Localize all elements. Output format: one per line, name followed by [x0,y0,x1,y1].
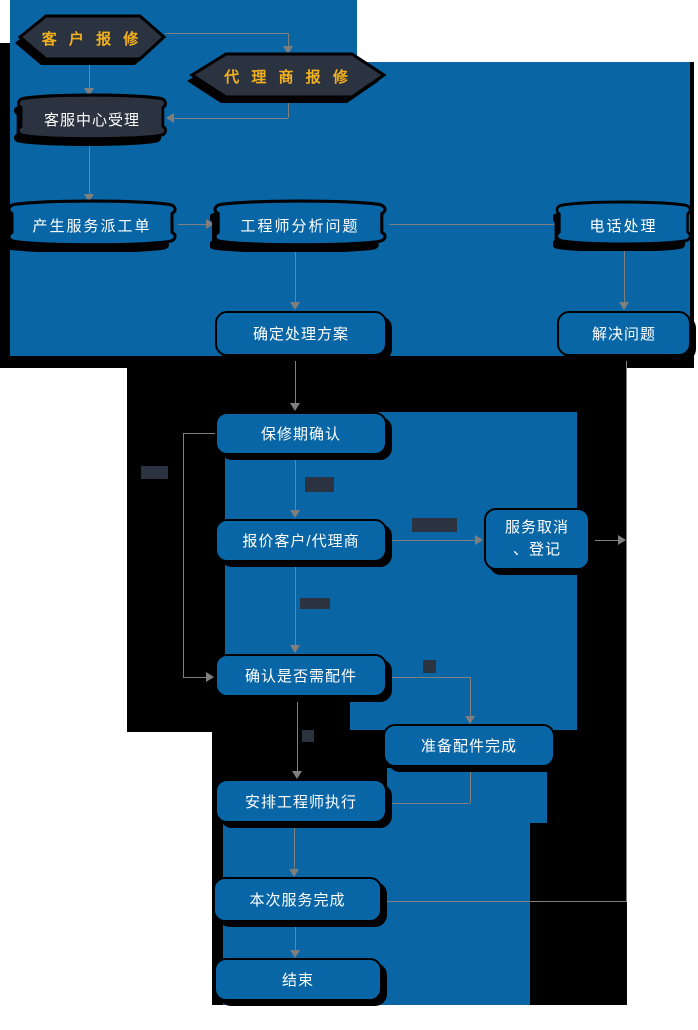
branch-tag-box [300,598,330,609]
connector-line [89,140,90,194]
connector-line [295,563,296,645]
connector-line [183,433,215,434]
node-solve: 解决问题 [557,311,691,356]
arrowhead-icon [84,194,94,202]
connector-line [294,824,295,869]
bg-left-black-strip [0,43,10,356]
connector-line [178,224,206,225]
connector-line [470,768,471,803]
connector-line [288,97,289,118]
arrowhead-icon [84,88,94,96]
node-quote: 报价客户/代理商 [215,519,387,562]
node-label: 代 理 商 报 修 [224,68,352,86]
arrowhead-icon [475,535,483,545]
arrowhead-icon [290,645,300,653]
arrowhead-icon [206,219,214,229]
connector-line [624,245,625,302]
arrowhead-icon [206,672,214,682]
arrowhead-icon [619,302,629,310]
node-label: 确定处理方案 [252,326,349,343]
branch-tag-box [141,466,168,479]
connector-line [383,901,626,902]
node-label: 服务取消、登记 [504,519,569,558]
arrowhead-icon [290,403,300,411]
bg-top-black-right-border [690,62,694,362]
connector-line [288,33,289,46]
node-phone: 电话处理 [553,199,694,251]
connector-line [183,433,184,677]
node-end: 结束 [214,958,382,1001]
node-confirm-parts: 确认是否需配件 [215,654,387,697]
node-label: 确认是否需配件 [244,668,357,685]
node-agent-report: 代 理 商 报 修 [186,48,390,104]
hexagon-shape [15,14,167,65]
scroll-shape [4,199,177,252]
node-dispatch: 产生服务派工单 [4,198,180,252]
connector-line [390,803,470,804]
scroll-shape [553,200,692,251]
node-plan: 确定处理方案 [215,311,387,356]
node-label: 报价客户/代理商 [242,533,360,550]
arrowhead-icon [290,510,300,518]
arrowhead-icon [283,46,293,54]
branch-tag-box [423,660,436,673]
node-customer-report: 客 户 报 修 [14,10,170,66]
connector-line [174,118,288,119]
node-label: 解决问题 [591,326,656,343]
node-label: 安排工程师执行 [244,793,357,811]
node-accept: 客服中心受理 [14,92,170,146]
connector-line [389,224,555,225]
node-label: 结束 [281,972,314,989]
bg-blue-patch-assign [387,768,547,823]
connector-line [295,923,296,950]
arrowhead-icon [290,950,300,958]
node-label: 保修期确认 [260,426,341,443]
connector-line [389,677,470,678]
node-label: 客 户 报 修 [41,30,143,48]
node-label: 产生服务派工单 [32,217,152,235]
connector-line [295,357,296,403]
branch-tag-box [305,477,334,492]
scroll-shape [14,93,167,146]
connector-line [295,456,296,510]
node-prepare: 准备配件完成 [383,724,555,767]
node-label: 客服中心受理 [43,111,140,129]
node-complete: 本次服务完成 [213,877,382,922]
connector-line [295,247,296,302]
arrowhead-icon [166,113,174,123]
hexagon-shape [187,52,387,103]
arrowhead-icon [618,535,626,545]
branch-tag-box [302,730,314,742]
arrowhead-icon [292,771,302,779]
node-label: 工程师分析问题 [240,217,360,235]
node-label: 准备配件完成 [420,738,517,755]
scroll-shape [210,199,387,252]
connector-line [592,540,618,541]
connector-line [626,357,627,902]
connector-line [389,540,475,541]
node-label: 电话处理 [589,217,658,235]
connector-line [165,33,288,34]
branch-tag-box [412,518,457,532]
connector-line [297,698,298,771]
connector-line [183,677,206,678]
node-assign: 安排工程师执行 [215,779,387,823]
bg-black-band [0,356,694,368]
node-warranty: 保修期确认 [215,412,387,455]
connector-line [89,58,90,88]
connector-line [470,677,471,716]
arrowhead-icon [289,869,299,877]
node-cancel: 服务取消、登记 [484,508,590,570]
arrowhead-icon [465,716,475,724]
arrowhead-icon [290,302,300,310]
node-analyze: 工程师分析问题 [210,198,390,252]
node-label: 本次服务完成 [249,892,346,909]
